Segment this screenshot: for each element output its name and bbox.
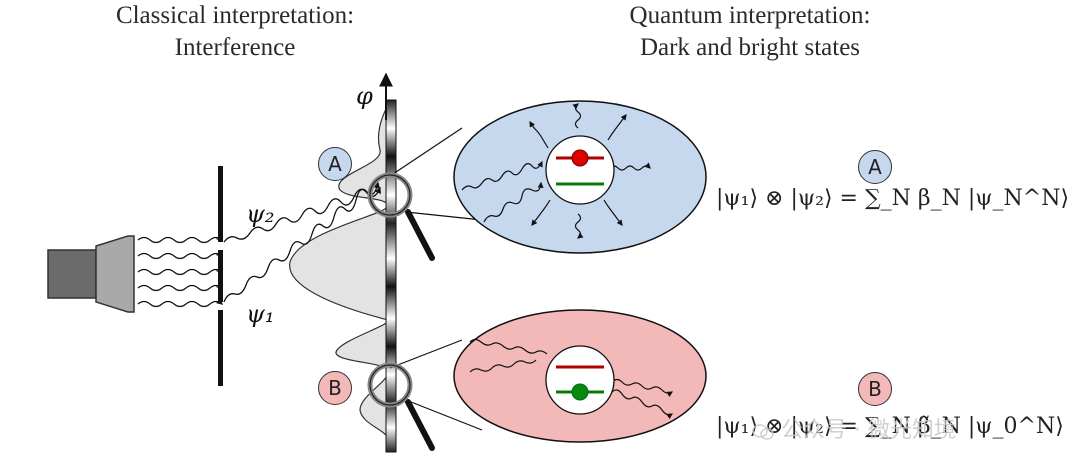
wechat-icon bbox=[752, 422, 774, 440]
watermark-text: 公众号 · 微光知境 bbox=[781, 418, 956, 443]
light-source-icon bbox=[47, 235, 135, 313]
psi1-label: ψ₁ bbox=[246, 300, 274, 328]
dark-state-panel bbox=[453, 309, 707, 443]
quantum-heading: Quantum interpretation: Dark and bright … bbox=[555, 0, 945, 64]
source-wave bbox=[137, 250, 223, 260]
magnifier-b-icon bbox=[367, 362, 435, 451]
magnifier-a-icon bbox=[367, 172, 435, 261]
phi-label: φ bbox=[356, 82, 373, 110]
source-wave bbox=[137, 234, 223, 244]
psi2-path bbox=[223, 186, 381, 243]
watermark: 公众号 · 微光知境 bbox=[752, 412, 956, 444]
psi1-path bbox=[223, 181, 380, 303]
quantum-title: Quantum interpretation: bbox=[629, 2, 871, 29]
bright-state-panel bbox=[453, 100, 707, 254]
label-b-right: B bbox=[858, 372, 892, 406]
classical-title: Classical interpretation: bbox=[115, 2, 355, 29]
dark-state-equation: |ψ₁⟩ ⊗ |ψ₂⟩ = ∑_N β̃_N |ψ_0^N⟩ bbox=[716, 414, 1064, 439]
source-wave bbox=[137, 298, 223, 308]
source-wave bbox=[137, 266, 223, 276]
zoom-lines bbox=[389, 127, 483, 431]
bright-state-equation: |ψ₁⟩ ⊗ |ψ₂⟩ = ∑_N β_N |ψ_N^N⟩ bbox=[716, 186, 1070, 211]
psi2-label: ψ₂ bbox=[246, 200, 274, 228]
source-wave bbox=[137, 282, 223, 292]
source-waves bbox=[137, 234, 223, 308]
classical-heading: Classical interpretation: Interference bbox=[40, 0, 430, 64]
label-b-left: B bbox=[318, 371, 352, 405]
excited-atom-dot bbox=[571, 149, 589, 167]
label-a-left: A bbox=[318, 147, 352, 181]
wave-paths bbox=[223, 181, 381, 303]
double-slit-barrier bbox=[218, 166, 223, 386]
quantum-subtitle: Dark and bright states bbox=[639, 34, 861, 61]
ground-atom-dot bbox=[571, 383, 589, 401]
detection-screen bbox=[385, 99, 397, 453]
label-a-right: A bbox=[858, 150, 892, 184]
classical-subtitle: Interference bbox=[174, 34, 296, 61]
